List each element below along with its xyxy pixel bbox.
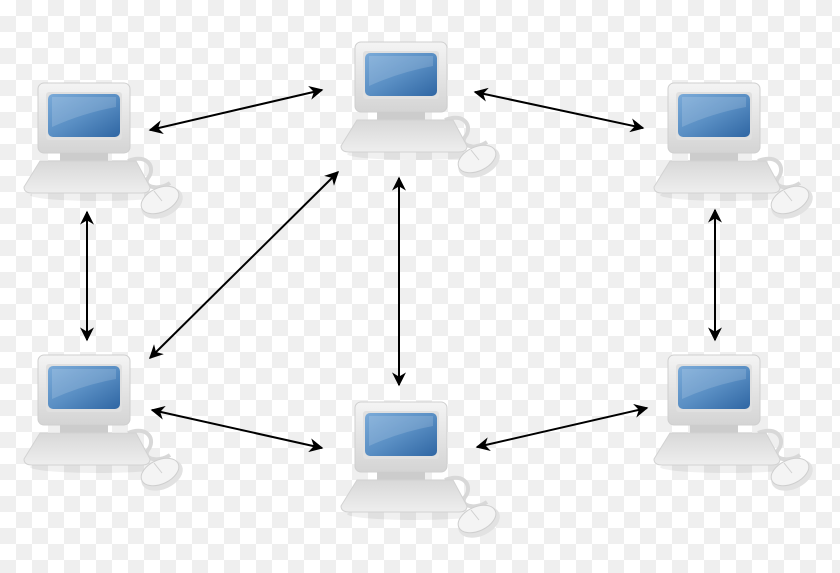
pc-top-center-computer-icon: [339, 40, 507, 186]
bidirectional-arrow-pc-bottom-center-pc-bottom-right: [475, 403, 649, 452]
bidirectional-arrow-pc-bottom-left-pc-bottom-center: [150, 405, 324, 453]
bidirectional-arrow-pc-top-center-pc-top-right: [473, 87, 645, 133]
bidirectional-arrow-pc-top-left-pc-top-center: [148, 86, 324, 134]
computers: [22, 40, 820, 546]
connections: [80, 86, 722, 453]
pc-bottom-center-computer-icon: [339, 400, 507, 546]
bidirectional-arrow-pc-top-center-pc-bottom-left: [149, 171, 339, 359]
pc-bottom-left-computer-icon: [22, 353, 190, 499]
pc-top-left-computer-icon: [22, 81, 190, 227]
pc-top-right-computer-icon: [652, 81, 820, 227]
pc-bottom-right-computer-icon: [652, 353, 820, 499]
